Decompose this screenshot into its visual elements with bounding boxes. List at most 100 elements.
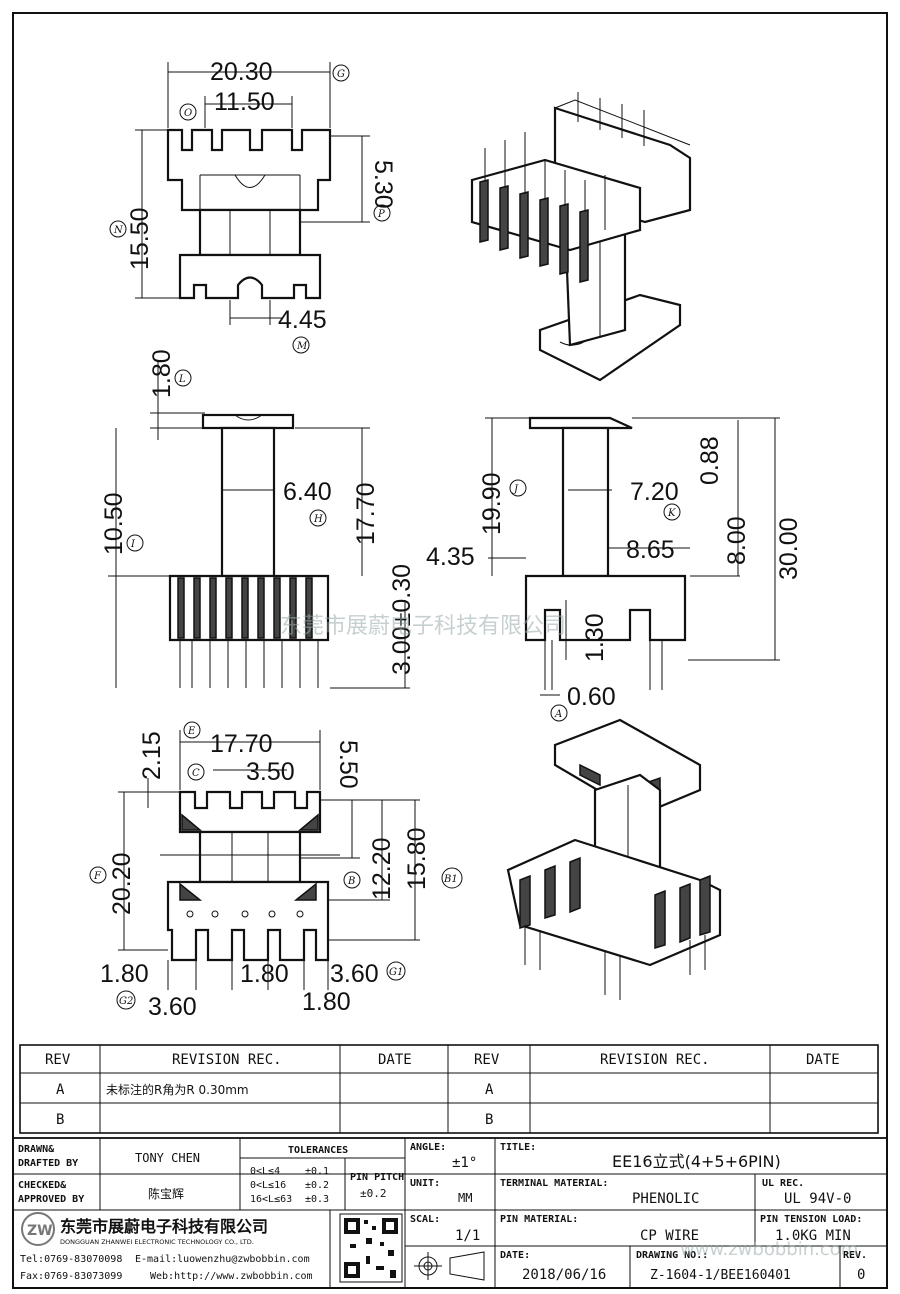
callout-i: I (130, 539, 136, 550)
iso-view-bottom (506, 718, 722, 1000)
watermark: 东莞市展蔚电子科技有限公司 (280, 614, 566, 639)
pin-material-value: CP WIRE (640, 1228, 699, 1244)
callout-e: E (187, 726, 196, 737)
tolerance-range-3: 16<L≤63 (250, 1194, 292, 1205)
dim-bottom-pitch-left: 3.60 (148, 993, 197, 1021)
drawn-label: DRAWN& (18, 1144, 55, 1155)
top-view: 20.30 11.50 5.30 15.50 4.45 G O P N M (109, 58, 397, 354)
dim-bottom-pitch-last: 1.80 (302, 988, 351, 1016)
dim-side-height: 19.90 (478, 472, 506, 535)
rev-row-a-record: 未标注的R角为R 0.30mm (106, 1082, 249, 1097)
dim-side-flange: 0.88 (696, 436, 724, 485)
tolerance-value-1: ±0.1 (305, 1166, 329, 1177)
scale-label: SCAL: (410, 1214, 440, 1225)
drafted-label: DRAFTED BY (18, 1158, 78, 1169)
dim-side-offset: 4.35 (426, 543, 475, 571)
dim-top-inner: 11.50 (214, 88, 275, 116)
rev-header-6: DATE (806, 1052, 840, 1068)
projection-symbol-icon (414, 1251, 485, 1281)
dim-front-pin: 3.00±0.30 (388, 564, 416, 675)
pin-material-label: PIN MATERIAL: (500, 1214, 578, 1225)
callout-p: P (377, 209, 385, 220)
callout-j: J (512, 484, 519, 495)
dim-top-width: 20.30 (210, 58, 273, 86)
callout-m: M (296, 341, 308, 352)
dim-top-depth: 15.50 (126, 207, 154, 270)
company-name-en: DONGGUAN ZHANWEI ELECTRONIC TECHNOLOGY C… (60, 1238, 254, 1246)
callout-g2: G2 (119, 996, 133, 1007)
pin-tension-value: 1.0KG MIN (775, 1228, 851, 1244)
dim-side-base: 8.65 (626, 536, 675, 564)
tolerance-range-2: 0<L≤16 (250, 1180, 286, 1191)
scale-value: 1/1 (455, 1228, 480, 1244)
dim-top-step: 5.30 (369, 160, 397, 209)
corner-watermark: www.zwbobbin.com (680, 1239, 858, 1260)
dim-bottom-core: 12.20 (368, 837, 396, 900)
dim-top-slot: 4.45 (278, 306, 327, 334)
rev-row-a: A (56, 1082, 65, 1098)
approved-by-value: 陈宝辉 (148, 1186, 184, 1201)
angle-value: ±1° (452, 1155, 477, 1171)
approved-label: APPROVED BY (18, 1194, 84, 1205)
dim-bottom-lip: 2.15 (138, 731, 166, 780)
dim-bottom-slot: 3.50 (246, 758, 295, 786)
dim-side-pin-gap: 1.30 (581, 613, 609, 662)
dim-bottom-depth: 20.20 (108, 852, 136, 915)
iso-view-top (470, 92, 692, 382)
dim-front-core: 6.40 (283, 478, 332, 506)
dim-bottom-flange: 5.50 (334, 740, 362, 789)
revision-table: REV REVISION REC. DATE REV REVISION REC.… (19, 1044, 879, 1134)
tolerance-value-3: ±0.3 (305, 1194, 329, 1205)
rev-header-4: REV (474, 1052, 500, 1068)
tolerance-range-1: 0<L≤4 (250, 1166, 280, 1177)
rev-row-b: B (56, 1112, 64, 1128)
angle-label: ANGLE: (410, 1142, 446, 1153)
qr-code-icon (339, 1213, 403, 1283)
company-fax: Fax:0769-83073099 (20, 1271, 122, 1282)
front-view: 1.80 6.40 17.70 10.50 3.00±0.30 L H I (100, 349, 416, 689)
date-label: DATE: (500, 1250, 530, 1261)
title-block: DRAWN& DRAFTED BY TONY CHEN CHECKED& APP… (12, 1137, 888, 1289)
company-logo-text: ZW (27, 1223, 53, 1239)
company-name-cn: 东莞市展蔚电子科技有限公司 (60, 1217, 268, 1236)
callout-h: H (313, 514, 323, 525)
company-web: Web:http://www.zwbobbin.com (150, 1271, 313, 1282)
pin-pitch-label: PIN PITCH (350, 1172, 404, 1183)
ul-rec-value: UL 94V-0 (784, 1191, 851, 1207)
callout-c: C (192, 768, 200, 779)
company-email: E-mail:luowenzhu@zwbobbin.com (135, 1254, 310, 1265)
pin-pitch-value: ±0.2 (360, 1187, 387, 1200)
dim-front-body: 10.50 (100, 492, 128, 555)
rev-header-1: REV (45, 1052, 71, 1068)
unit-label: UNIT: (410, 1178, 440, 1189)
dim-side-core: 7.20 (630, 478, 679, 506)
dim-bottom-total: 15.80 (403, 827, 431, 890)
ul-rec-label: UL REC. (762, 1178, 804, 1189)
callout-b: B (347, 876, 355, 887)
tolerances-label: TOLERANCES (288, 1145, 348, 1156)
date-value: 2018/06/16 (522, 1267, 606, 1283)
rev-value: 0 (857, 1267, 865, 1283)
callout-a: A (554, 709, 562, 720)
rev-header-2: REVISION REC. (172, 1052, 282, 1068)
callout-g1: G1 (389, 967, 403, 978)
tolerance-value-2: ±0.2 (305, 1180, 329, 1191)
company-logo: ZW (21, 1212, 55, 1246)
side-view: 19.90 7.20 0.88 30.00 4.35 8.65 8.00 1.3… (426, 416, 803, 722)
dim-side-total: 30.00 (775, 517, 803, 580)
dim-side-base-h: 8.00 (723, 516, 751, 565)
title-value: EE16立式(4+5+6PIN) (612, 1152, 781, 1171)
rev-header-5: REVISION REC. (600, 1052, 710, 1068)
dim-bottom-pitch-mid: 1.80 (240, 960, 289, 988)
callout-f: F (93, 871, 102, 882)
title-label: TITLE: (500, 1142, 536, 1153)
rev-label: REV. (843, 1250, 867, 1261)
rev-header-3: DATE (378, 1052, 412, 1068)
rev-row-b-right: B (485, 1112, 493, 1128)
callout-b1: B1 (443, 874, 458, 885)
callout-l: L (178, 374, 186, 385)
drawing-no-label: DRAWING NO.: (636, 1250, 708, 1261)
dim-bottom-pitch-right: 3.60 (330, 960, 379, 988)
company-tel: Tel:0769-83070098 (20, 1254, 122, 1265)
